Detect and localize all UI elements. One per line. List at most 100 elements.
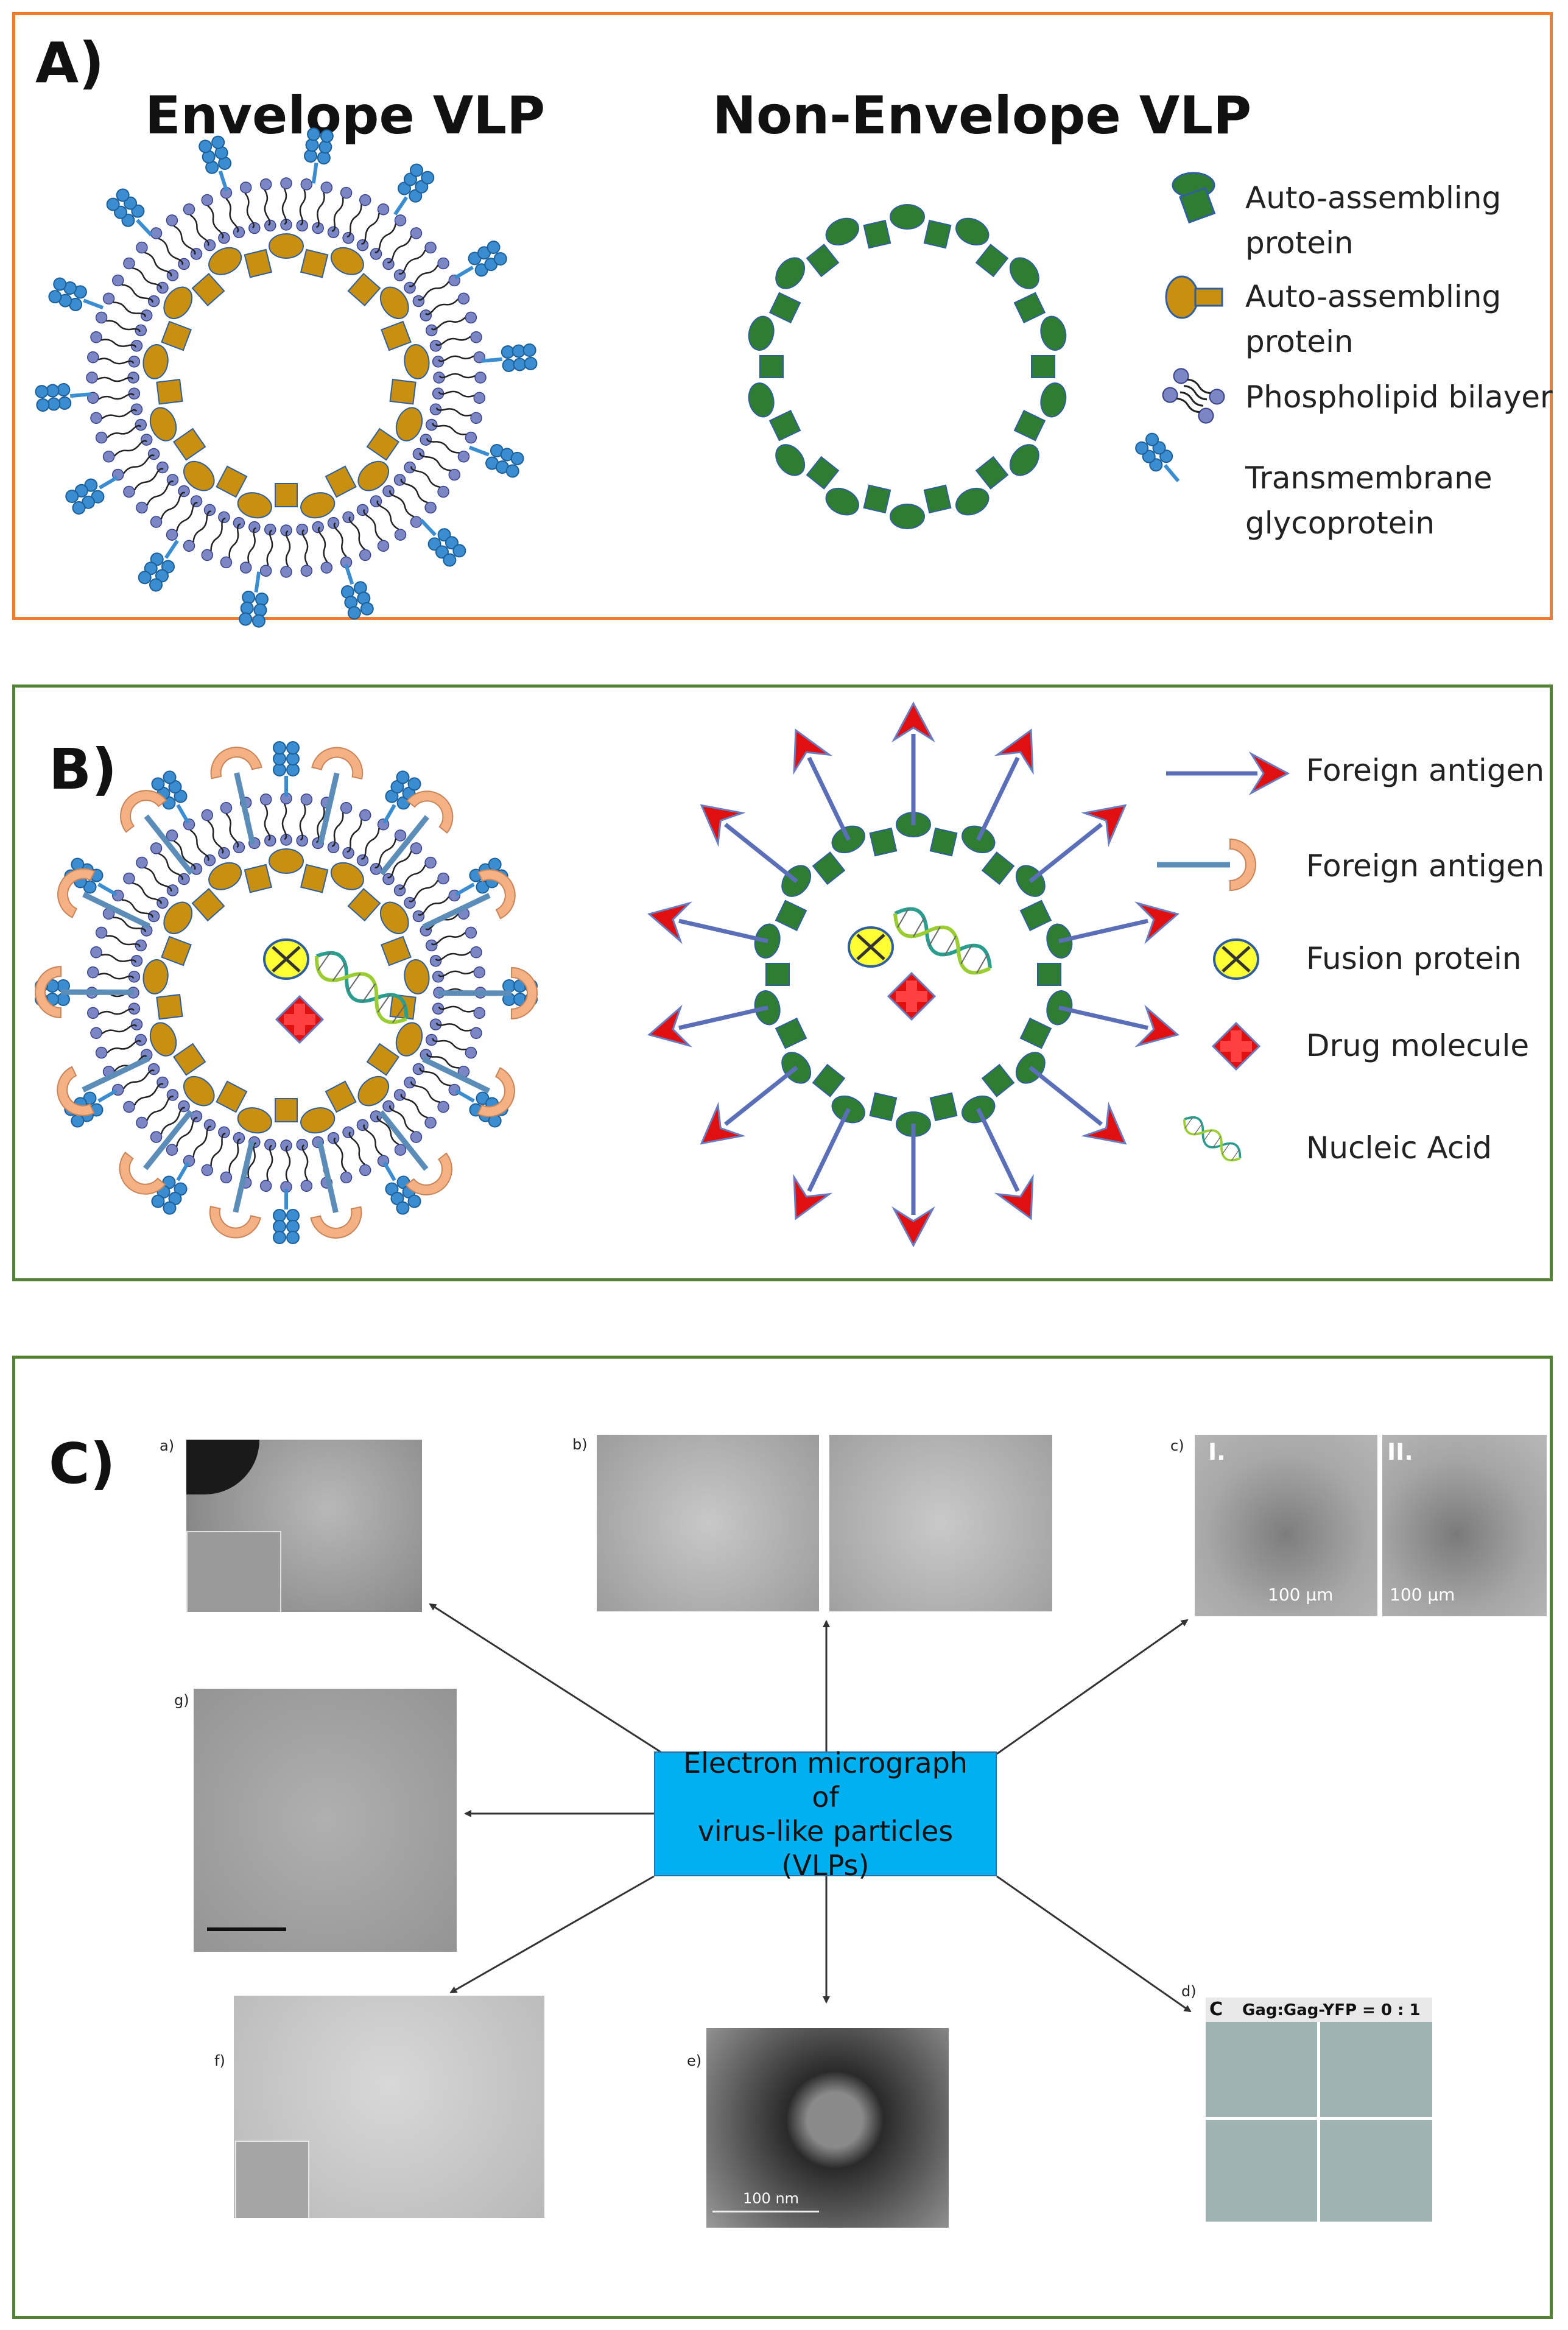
phospholipid-unit [201, 511, 230, 561]
micrograph-d-caption: Gag:Gag-YFP = 0 : 1 [1242, 2001, 1421, 2019]
phospholipid-unit [429, 946, 482, 967]
orange-protein-subunit [156, 993, 183, 1020]
legend-b-text-2: Foreign antigen [1306, 848, 1545, 884]
panel-b-frame [12, 685, 1553, 1281]
phospholipid-unit [201, 194, 230, 244]
green-protein-subunit [812, 851, 846, 885]
micrograph-g-scale-bar [207, 1927, 286, 1931]
orange-protein-subunit [163, 286, 193, 319]
panel-c-frame [12, 1356, 1553, 2319]
orange-protein-subunit [366, 1043, 400, 1076]
non-envelope-vlp-loaded-diagram [645, 703, 1182, 1245]
green-protein-subunit [955, 217, 990, 246]
micrograph-f [234, 1996, 544, 2218]
phospholipid-unit [220, 1132, 245, 1184]
green-protein-subunit [869, 1092, 898, 1122]
phospholipid-unit [296, 178, 313, 232]
phospholipid-unit [259, 793, 276, 847]
orange-protein-subunit [379, 901, 409, 934]
orange-protein-subunit [237, 492, 272, 519]
phospholipid-unit [259, 1138, 276, 1192]
phospholipid-unit [220, 516, 245, 569]
phospholipid-unit [259, 523, 276, 577]
micrograph-e-scale-bar [712, 2211, 819, 2212]
phospholipid-unit [342, 809, 371, 859]
legend-a-text-3: Phospholipid bilayer [1245, 379, 1553, 415]
phospholipid-unit [86, 387, 141, 404]
micrograph-c-left: I. 100 µm [1195, 1435, 1377, 1616]
orange-protein-subunit [347, 887, 381, 922]
phospholipid-unit [356, 818, 390, 867]
micrograph-f-inset [235, 2141, 309, 2218]
hook-antigen-icon [1157, 839, 1256, 890]
micrograph-f-label: f) [214, 2052, 225, 2069]
micrograph-c-label: c) [1170, 1437, 1184, 1454]
green-protein-subunit [775, 444, 806, 476]
micrograph-g [194, 1689, 457, 1952]
dna-helix-icon [1178, 1111, 1246, 1167]
phospholipid-unit [327, 801, 353, 854]
orange-protein-subunit [142, 959, 169, 994]
non-envelope-fusion-protein-icon [849, 927, 893, 966]
phospholipid-unit [150, 1100, 190, 1143]
phospholipid-unit [296, 1138, 313, 1192]
orange-protein-subunit [208, 862, 242, 890]
orange-protein-subunit [149, 407, 177, 442]
green-protein-subunit [923, 219, 952, 249]
green-protein-subunit [1009, 444, 1039, 476]
phospholipid-unit [166, 1110, 203, 1156]
phospholipid-unit [370, 495, 407, 541]
micrograph-d-corner: C [1209, 1999, 1223, 2020]
phospholipid-unit [404, 461, 449, 498]
phospholipid-unit [412, 448, 461, 481]
phospholipid-unit [425, 418, 477, 444]
phospholipid-unit [432, 351, 486, 368]
micrograph-e: 100 nm [706, 2028, 949, 2228]
phospholipid-unit [312, 181, 333, 234]
phospholipid-icon [1162, 368, 1225, 424]
phospholipid-unit [183, 504, 216, 552]
orange-protein-subunit [216, 465, 248, 498]
orange-protein-subunit [208, 247, 242, 275]
phospholipid-unit [432, 387, 486, 404]
phospholipid-unit [150, 485, 190, 528]
phospholipid-unit [150, 227, 190, 270]
micrograph-e-label: e) [687, 2052, 702, 2069]
phospholipid-unit [356, 1119, 390, 1167]
legend-b-text-5: Nucleic Acid [1306, 1130, 1492, 1166]
phospholipid-unit [425, 311, 477, 337]
phospholipid-unit [166, 214, 203, 260]
phospholipid-unit [327, 186, 353, 239]
orange-protein-subunit [325, 1080, 357, 1113]
green-protein-subunit [863, 484, 891, 514]
red-arrow-icon [1166, 754, 1288, 793]
legend-a-text-2: Auto-assembling protein [1245, 279, 1502, 359]
orange-protein-subunit [161, 935, 192, 966]
micrograph-d: C Gag:Gag-YFP = 0 : 1 [1206, 1997, 1432, 2222]
phospholipid-unit [280, 792, 292, 846]
phospholipid-unit [90, 1018, 143, 1040]
phospholipid-unit [404, 872, 449, 909]
phospholipid-unit [370, 214, 407, 260]
green-protein-subunit [929, 827, 958, 857]
green-protein-subunit [775, 257, 806, 289]
glycoprotein [480, 343, 537, 373]
phospholipid-unit [296, 793, 313, 847]
phospholipid-unit [420, 292, 470, 322]
phospholipid-unit [327, 1132, 353, 1184]
glycoprotein [136, 533, 188, 593]
phospholipid-unit [259, 178, 276, 232]
phospholipid-unit [220, 801, 245, 854]
orange-protein-subunit [161, 320, 192, 351]
green-protein-subunit [1013, 292, 1046, 324]
envelope-vlp-loaded-diagram [35, 742, 537, 1244]
green-protein-subunit [748, 382, 775, 418]
green-protein-subunit [869, 827, 898, 857]
micrograph-c-scale-1: 100 µm [1268, 1585, 1334, 1605]
orange-protein-subunit [149, 1022, 177, 1057]
micrograph-g-label: g) [174, 1692, 189, 1709]
orange-protein-subunit [330, 862, 364, 890]
orange-protein-subunit [275, 483, 298, 507]
green-protein-subunit [923, 484, 952, 514]
non-envelope-nucleic-acid-icon [888, 902, 997, 980]
